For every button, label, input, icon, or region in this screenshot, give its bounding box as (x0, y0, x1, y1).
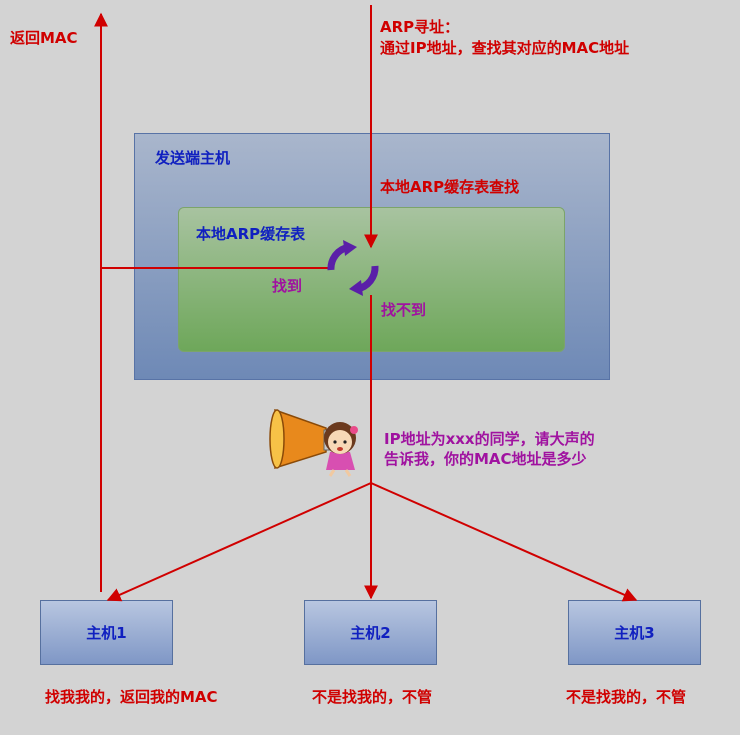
arp-title: ARP寻址： (380, 16, 459, 37)
not-found-label: 找不到 (381, 299, 426, 320)
broadcast-line-1: IP地址为xxx的同学，请大声的 (384, 428, 595, 449)
return-mac-label: 返回MAC (10, 27, 78, 48)
broadcast-line-2: 告诉我，你的MAC地址是多少 (384, 448, 587, 469)
host-3-reply: 不是找我的，不管 (566, 686, 686, 707)
broadcast-arrow-3 (371, 483, 636, 600)
cycle-icon (331, 240, 375, 296)
host-2-reply: 不是找我的，不管 (312, 686, 432, 707)
megaphone-girl-icon (270, 410, 358, 476)
broadcast-arrow-1 (108, 483, 371, 600)
arp-description: 通过IP地址，查找其对应的MAC地址 (380, 37, 629, 58)
host-1-reply: 找我我的，返回我的MAC (45, 686, 218, 707)
found-label: 找到 (272, 275, 302, 296)
